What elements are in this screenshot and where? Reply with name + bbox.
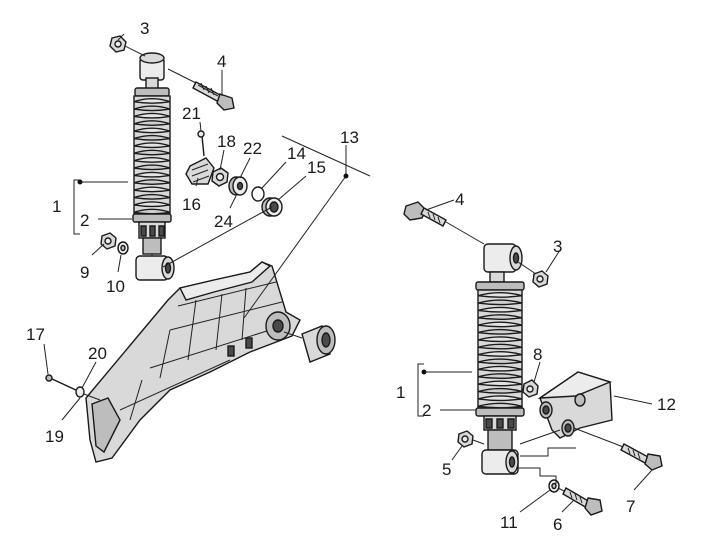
leader-lines [43, 33, 653, 513]
spring-coil [133, 120, 171, 127]
callout-8: 8 [533, 345, 542, 364]
spring-coil [477, 365, 523, 372]
callout-11: 11 [500, 513, 518, 532]
right-nut-3 [517, 261, 549, 288]
nut-18 [211, 167, 229, 187]
right-bolt-4 [403, 201, 485, 245]
spring-coil [133, 171, 171, 178]
spring-coil [133, 156, 171, 163]
callout-1-right: 1 [396, 383, 405, 402]
callout-12: 12 [657, 395, 676, 414]
spring-coil [477, 299, 523, 306]
spring-coil [477, 350, 523, 357]
spring-coil [477, 358, 523, 365]
spring-coil [133, 142, 171, 149]
spring-coil [477, 321, 523, 328]
part-16-bracket [185, 157, 215, 185]
callout-14: 14 [287, 144, 306, 163]
spring-coil [133, 112, 171, 119]
callout-22: 22 [243, 139, 262, 158]
spring-coil [133, 97, 171, 104]
spring-coil [133, 193, 171, 200]
bolt-6 [557, 487, 603, 516]
bearing-22 [228, 176, 248, 196]
callout-2-left: 2 [80, 211, 89, 230]
screw-17 [45, 374, 101, 401]
callout-10: 10 [106, 277, 125, 296]
spring-coil [133, 105, 171, 112]
split-pin-21 [197, 130, 205, 157]
spring-coil [477, 380, 523, 387]
spring-coil [133, 127, 171, 134]
spring-coil [133, 134, 171, 141]
spring-coil [477, 373, 523, 380]
callout-6: 6 [553, 515, 562, 534]
left-washer-10 [117, 241, 129, 255]
right-shock-absorber [475, 243, 525, 475]
oring-14 [251, 186, 265, 202]
callout-13: 13 [340, 128, 359, 147]
callout-9: 9 [80, 263, 89, 282]
right-shock-spring [477, 289, 523, 409]
spring-coil [133, 149, 171, 156]
spring-coil [133, 201, 171, 208]
callout-3-left: 3 [140, 19, 149, 38]
callout-21: 21 [182, 104, 201, 123]
left-nut-3 [109, 35, 146, 57]
callout-4-left: 4 [217, 52, 226, 71]
spring-coil [477, 343, 523, 350]
callout-24: 24 [214, 212, 233, 231]
spring-coil [133, 186, 171, 193]
spring-coil [477, 291, 523, 298]
spring-coil [477, 336, 523, 343]
spring-coil [133, 164, 171, 171]
rubber-buffer [283, 325, 336, 363]
callout-20: 20 [88, 344, 107, 363]
callout-15: 15 [307, 158, 326, 177]
spring-coil [477, 314, 523, 321]
spring-coil [133, 179, 171, 186]
callout-4-right: 4 [455, 190, 464, 209]
bracket-12 [537, 371, 613, 439]
left-bolt-4 [167, 68, 235, 111]
callout-5: 5 [442, 460, 451, 479]
callout-2-right: 2 [422, 401, 431, 420]
callout-3-right: 3 [553, 237, 562, 256]
callout-numbers: 3 4 21 18 22 13 14 15 1 2 16 24 9 10 17 … [26, 19, 676, 534]
spring-coil [477, 395, 523, 402]
washer-11 [548, 479, 560, 493]
spring-coil [477, 387, 523, 394]
nut-5 [457, 430, 485, 448]
callout-16: 16 [182, 195, 201, 214]
callout-19: 19 [45, 427, 64, 446]
callout-1-left: 1 [52, 197, 61, 216]
swing-arm-bracket-13 [85, 261, 301, 463]
right-nut-8 [522, 379, 539, 398]
bolt-7 [620, 443, 663, 471]
left-shock-absorber [132, 52, 175, 281]
callout-7: 7 [626, 497, 635, 516]
bushing-15 [261, 197, 283, 217]
callout-17: 17 [26, 325, 45, 344]
left-nut-9 [100, 232, 117, 250]
spring-coil [477, 328, 523, 335]
left-shock-spring [133, 95, 171, 215]
callout-18: 18 [217, 132, 236, 151]
spring-coil [477, 306, 523, 313]
